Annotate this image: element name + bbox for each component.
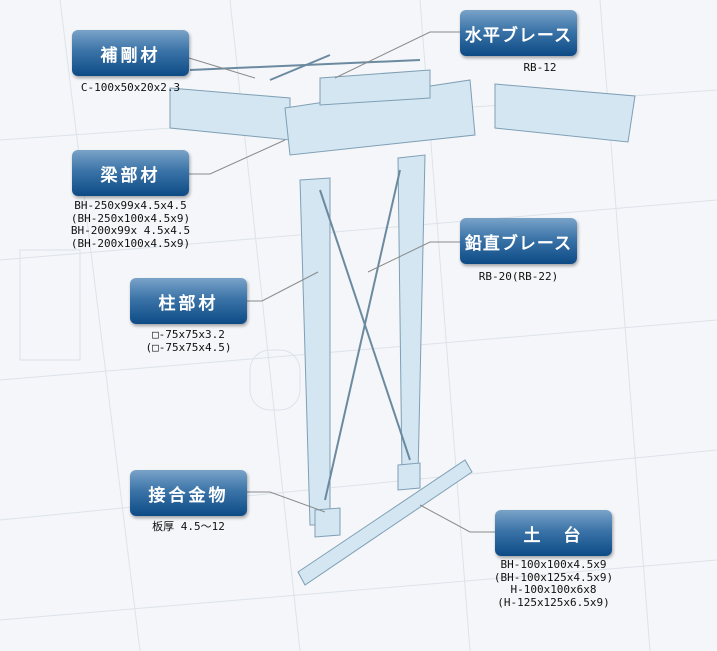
spec-enchoku-brace: RB-20(RB-22) <box>460 270 577 284</box>
joint-plate-right <box>397 462 421 491</box>
spec-line: 板厚 4.5～12 <box>152 520 225 533</box>
steel-members <box>169 69 636 586</box>
spec-line: RB-20(RB-22) <box>478 270 559 283</box>
spec-line: RB-12 <box>523 61 557 74</box>
spec-line: (BH-100x125x4.5x9) <box>493 570 614 584</box>
label-setsugou: 接合金物 <box>130 470 247 516</box>
spec-line: (BH-200x100x4.5x9) <box>70 236 191 250</box>
sill <box>297 459 473 586</box>
leader-lines <box>188 31 495 533</box>
column-right <box>397 154 426 476</box>
spec-hogouzai: C-100x50x20x2.3 <box>72 81 189 95</box>
spec-line: (BH-250x100x4.5x9) <box>70 211 191 225</box>
label-suihei-brace: 水平ブレース <box>460 10 577 56</box>
joint-plate-left <box>314 507 341 538</box>
label-hashira: 柱部材 <box>130 278 247 324</box>
spec-line: (□-75x75x4.5) <box>145 340 232 354</box>
spec-dodai: BH-100x100x4.5x9 (BH-100x125x4.5x9) H-10… <box>488 558 619 609</box>
spec-suihei-brace: RB-12 <box>520 61 560 75</box>
column-left <box>299 177 331 526</box>
spec-hari: BH-250x99x4.5x4.5 (BH-250x100x4.5x9) BH-… <box>62 199 199 250</box>
label-hogouzai: 補剛材 <box>72 30 189 76</box>
spec-line: □-75x75x3.2 <box>152 328 225 341</box>
spec-line: H-100x100x6x8 <box>510 583 597 596</box>
label-hari: 梁部材 <box>72 150 189 196</box>
braces <box>189 54 421 501</box>
beam-left <box>169 87 291 141</box>
label-dodai: 土 台 <box>495 510 612 556</box>
spec-line: BH-250x99x4.5x4.5 <box>74 199 187 212</box>
beam-back <box>319 69 431 106</box>
spec-setsugou: 板厚 4.5～12 <box>130 520 247 534</box>
spec-line: BH-100x100x4.5x9 <box>500 558 607 571</box>
spec-line: (H-125x125x6.5x9) <box>497 595 610 609</box>
label-enchoku-brace: 鉛直ブレース <box>460 218 577 264</box>
spec-line: C-100x50x20x2.3 <box>80 81 181 94</box>
beam-right <box>494 83 636 143</box>
spec-line: BH-200x99x 4.5x4.5 <box>70 224 191 237</box>
spec-hashira: □-75x75x3.2 (□-75x75x4.5) <box>130 328 247 354</box>
